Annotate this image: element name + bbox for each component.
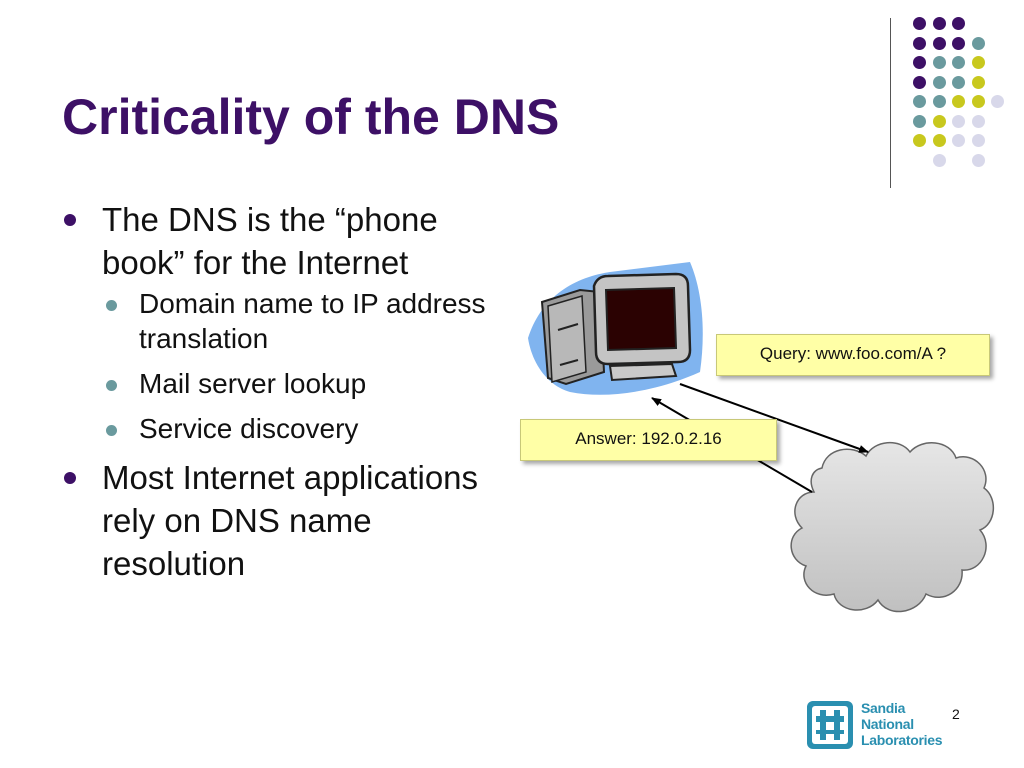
sub-bullet-text: Service discovery	[139, 413, 359, 444]
decorative-dot	[952, 36, 965, 50]
title-divider-line	[890, 18, 891, 188]
decorative-dot	[932, 17, 946, 30]
sub-bullet-list: Domain name to IP address translation Ma…	[62, 286, 502, 446]
sub-bullet-item: Service discovery	[62, 411, 502, 446]
decorative-dot	[952, 95, 965, 108]
page-number: 2	[952, 706, 960, 722]
decorative-dot	[913, 134, 926, 147]
answer-callout: Answer: 192.0.2.16	[520, 419, 777, 461]
decorative-dot	[971, 95, 985, 108]
bullet-item: Most Internet applications rely on DNS n…	[62, 456, 502, 585]
decorative-dot	[952, 134, 965, 147]
sub-bullet-item: Mail server lookup	[62, 366, 502, 401]
bullet-list: The DNS is the “phone book” for the Inte…	[62, 198, 502, 585]
decorative-dot	[952, 56, 965, 69]
sub-bullet-marker	[106, 380, 117, 391]
sub-bullet-item: Domain name to IP address translation	[62, 286, 502, 356]
query-callout: Query: www.foo.com/A ?	[716, 334, 990, 376]
decorative-dot	[913, 17, 926, 30]
decorative-dot	[932, 36, 946, 50]
sub-bullet-marker	[106, 300, 117, 311]
decorative-dot	[952, 17, 965, 30]
decorative-dot-grid	[905, 14, 1015, 174]
decorative-dot	[932, 153, 946, 167]
decorative-dot	[932, 95, 946, 108]
decorative-dot	[932, 114, 946, 128]
decorative-dot	[932, 134, 946, 147]
decorative-dot	[971, 153, 985, 167]
sub-bullet-marker	[106, 425, 117, 436]
bullet-marker	[64, 214, 76, 226]
query-arrow	[679, 383, 869, 453]
decorative-dot	[913, 95, 926, 108]
slide-title: Criticality of the DNS	[62, 89, 560, 145]
bullet-item: The DNS is the “phone book” for the Inte…	[62, 198, 502, 284]
decorative-dot	[913, 114, 926, 128]
decorative-dot	[952, 75, 965, 89]
bullet-text: The DNS is the “phone book” for the Inte…	[102, 201, 438, 281]
bullet-marker	[64, 472, 76, 484]
decorative-dot	[913, 36, 926, 50]
decorative-dot	[991, 95, 1004, 108]
cloud-icon	[790, 442, 994, 613]
decorative-dot	[971, 75, 985, 89]
decorative-dot	[913, 56, 926, 69]
sub-bullet-text: Domain name to IP address translation	[139, 288, 486, 354]
decorative-dot	[913, 75, 926, 89]
decorative-dot	[971, 36, 985, 50]
computer-icon	[528, 262, 703, 395]
sub-bullet-text: Mail server lookup	[139, 368, 367, 399]
logo-text: Sandia National Laboratories	[861, 700, 943, 748]
bullet-text: Most Internet applications rely on DNS n…	[102, 459, 479, 582]
decorative-dot	[971, 134, 985, 147]
decorative-dot	[932, 75, 946, 89]
decorative-dot	[971, 114, 985, 128]
decorative-dot	[952, 114, 965, 128]
logo-line-1: Sandia	[861, 700, 906, 716]
sandia-logo-icon	[807, 701, 853, 749]
decorative-dot	[971, 56, 985, 69]
logo-line-3: Laboratories	[861, 732, 943, 748]
logo-line-2: National	[861, 716, 914, 732]
decorative-dot	[932, 56, 946, 69]
sandia-logo: Sandia National Laboratories	[806, 700, 943, 752]
